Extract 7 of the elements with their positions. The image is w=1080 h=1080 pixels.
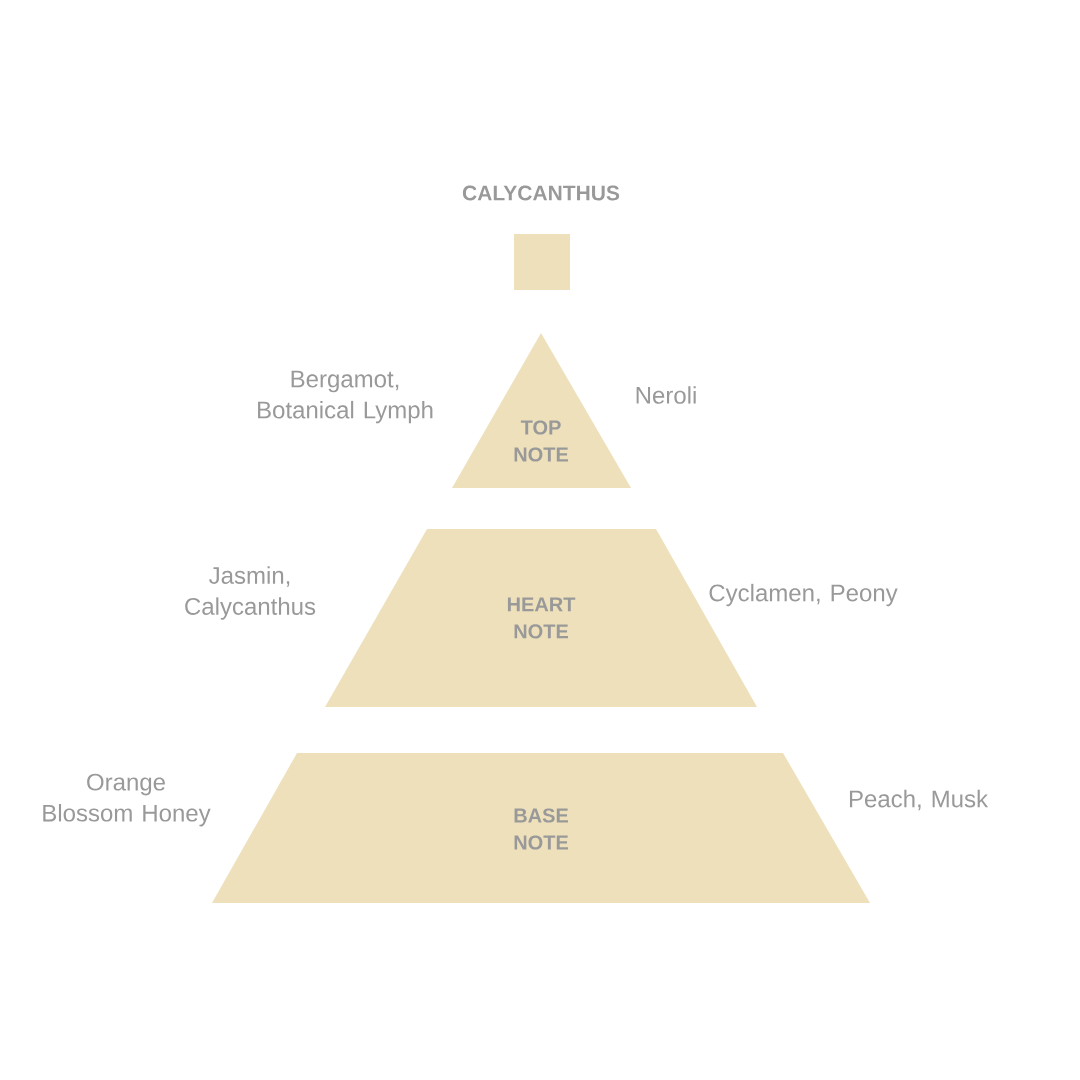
note-text: Bergamot, Botanical Lymph xyxy=(258,370,433,424)
note-text: Orange Blossom Honey xyxy=(43,773,211,827)
note-text: Jasmin, Calycanthus xyxy=(185,566,316,620)
triangle-tier: TOP NOTE xyxy=(452,333,631,488)
square xyxy=(514,234,570,290)
title: CALYCANTHUS xyxy=(462,185,620,201)
note-text: Neroli xyxy=(636,386,696,404)
